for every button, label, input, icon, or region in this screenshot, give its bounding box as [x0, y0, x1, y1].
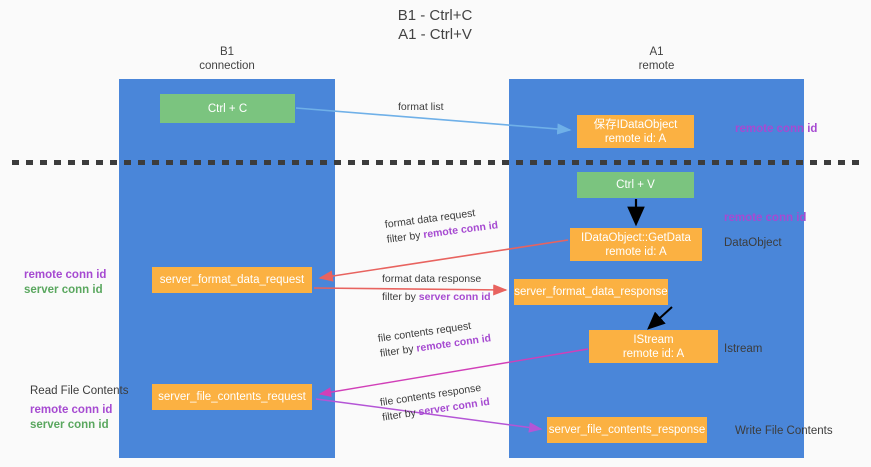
edge-format-data-response [313, 284, 508, 296]
annotation-remote-conn-id-top: remote conn id [735, 123, 818, 135]
node-istream-label: IStream [633, 333, 674, 346]
swimlane-title-a1-line2: remote [638, 60, 675, 72]
node-server-format-data-response[interactable]: server_format_data_response [514, 279, 668, 305]
swimlane-title-a1: A1 remote [509, 45, 804, 73]
annotation-remote-conn-id-mid: remote conn id [724, 212, 807, 224]
phase-divider [12, 160, 860, 165]
edge-label-format-data-response: format data response filter by server co… [382, 272, 491, 305]
filter-by-text-3: filter by [379, 342, 418, 360]
swimlane-title-a1-line1: A1 [649, 46, 664, 58]
node-server-file-contents-response-label: server_file_contents_response [548, 424, 706, 436]
node-save-idataobject-label: 保存IDataObject [593, 118, 678, 131]
annotation-istream: Istream [724, 343, 763, 355]
edge-label-format-list: format list [398, 101, 444, 113]
filter-by-text-2: filter by [382, 291, 419, 303]
node-save-idataobject[interactable]: 保存IDataObject remote id: A [577, 115, 694, 148]
edge-label-format-data-response-text: format data response [382, 273, 482, 285]
node-istream[interactable]: IStream remote id: A [589, 330, 718, 363]
edge-response-to-istream [647, 306, 673, 330]
filter-by-text: filter by [386, 229, 425, 246]
node-server-format-data-response-label: server_format_data_response [514, 286, 668, 298]
node-server-file-contents-response[interactable]: server_file_contents_response [547, 417, 707, 443]
edge-format-data-request [318, 239, 569, 282]
filter-by-text-4: filter by [381, 406, 420, 424]
annotation-dataobject: DataObject [724, 237, 782, 249]
node-idataobject-getdata-label: IDataObject::GetData [581, 231, 691, 244]
edge-file-contents-request [318, 348, 589, 397]
page-title: B1 - Ctrl+C A1 - Ctrl+V [285, 6, 585, 44]
node-idataobject-getdata[interactable]: IDataObject::GetData remote id: A [570, 228, 702, 261]
annotation-server-conn-id-file: server conn id [30, 419, 109, 431]
annotation-remote-conn-id-format: remote conn id [24, 269, 107, 281]
node-idataobject-getdata-remote-id: remote id: A [605, 245, 667, 258]
node-server-file-contents-request[interactable]: server_file_contents_request [152, 384, 312, 410]
swimlane-title-b1-line2: connection [199, 60, 255, 72]
page-title-line1: B1 - Ctrl+C [397, 7, 473, 24]
edge-file-contents-response [315, 398, 543, 433]
page-title-line2: A1 - Ctrl+V [398, 26, 472, 43]
edge-label-format-data-response-filter: filter by server conn id [382, 290, 491, 305]
annotation-read-file-contents-group: Read File Contents remote conn id server… [30, 384, 128, 433]
node-ctrl-v-label: Ctrl + V [616, 179, 655, 191]
node-ctrl-c-label: Ctrl + C [207, 102, 248, 115]
annotation-read-file-contents: Read File Contents [30, 385, 129, 397]
node-ctrl-c[interactable]: Ctrl + C [160, 94, 295, 123]
edge-format-list [295, 107, 572, 135]
annotation-remote-conn-id-file: remote conn id [30, 404, 113, 416]
node-save-idataobject-remote-id: remote id: A [604, 132, 667, 145]
swimlane-title-b1-line1: B1 [219, 46, 235, 58]
swimlane-title-b1: B1 connection [119, 45, 335, 73]
node-istream-remote-id: remote id: A [622, 347, 685, 360]
filter-server-conn-id: server conn id [418, 291, 491, 303]
annotation-conn-id-format: remote conn id server conn id [24, 268, 106, 298]
annotation-write-file-contents: Write File Contents [735, 425, 833, 437]
node-server-format-data-request-label: server_format_data_request [159, 274, 305, 286]
node-server-format-data-request[interactable]: server_format_data_request [152, 267, 312, 293]
annotation-server-conn-id-format: server conn id [24, 284, 103, 296]
node-ctrl-v[interactable]: Ctrl + V [577, 172, 694, 198]
node-server-file-contents-request-label: server_file_contents_request [158, 391, 306, 403]
